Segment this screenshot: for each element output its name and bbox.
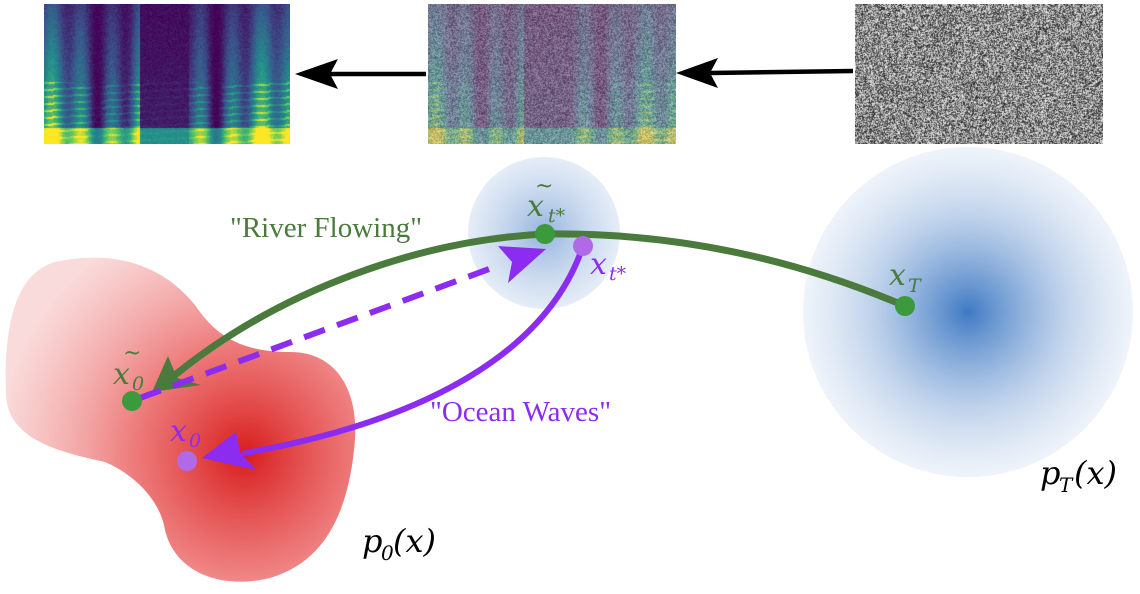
- ocean-waves-trajectory: [242, 243, 586, 456]
- svg-text:T: T: [908, 275, 922, 297]
- ocean-waves-caption: "Ocean Waves": [430, 396, 611, 428]
- label-p0: p 0 (x): [362, 522, 436, 565]
- svg-text:x: x: [113, 357, 130, 392]
- svg-text:x: x: [590, 247, 607, 282]
- point-x0-tilde: [122, 391, 142, 411]
- label-xt: x t*: [590, 247, 627, 285]
- svg-text:(x): (x): [393, 522, 436, 560]
- clean-spectrogram: [44, 4, 290, 144]
- point-x0: [177, 451, 197, 471]
- river-flowing-caption: "River Flowing": [230, 212, 422, 244]
- denoise-arrow-right: [676, 58, 854, 88]
- svg-text:x: x: [527, 189, 544, 224]
- point-xt: [573, 236, 593, 256]
- data-distribution-region: [5, 257, 356, 582]
- svg-text:t*: t*: [609, 263, 627, 285]
- svg-text:p: p: [362, 522, 382, 560]
- denoise-arrow-left: [295, 59, 426, 89]
- point-xt-tilde: [535, 224, 555, 244]
- svg-text:(x): (x): [1074, 454, 1117, 492]
- ocean-waves-arrowhead: [202, 432, 256, 470]
- label-x0: x 0: [170, 414, 201, 452]
- svg-text:t*: t*: [548, 205, 566, 227]
- partially-denoised-spectrogram: [428, 4, 676, 144]
- svg-text:x: x: [889, 258, 906, 293]
- svg-text:p: p: [1040, 454, 1060, 492]
- svg-text:x: x: [170, 414, 187, 449]
- svg-text:T: T: [1059, 473, 1074, 497]
- svg-text:~: ~: [123, 341, 141, 366]
- noise-spectrogram: [855, 4, 1103, 144]
- svg-text:0: 0: [132, 373, 144, 395]
- svg-text:0: 0: [381, 541, 394, 565]
- svg-text:~: ~: [535, 174, 553, 199]
- label-xt-tilde: x ~ t*: [527, 174, 566, 227]
- noise-distribution-region: [803, 147, 1133, 477]
- label-xT: x T: [889, 258, 922, 297]
- inversion-dashed-path: [138, 262, 502, 401]
- label-pT: p T (x): [1040, 454, 1117, 497]
- inversion-arrowhead: [498, 246, 546, 283]
- svg-text:0: 0: [189, 430, 201, 452]
- label-x0-tilde: x ~ 0: [113, 341, 144, 395]
- point-xT: [895, 296, 915, 316]
